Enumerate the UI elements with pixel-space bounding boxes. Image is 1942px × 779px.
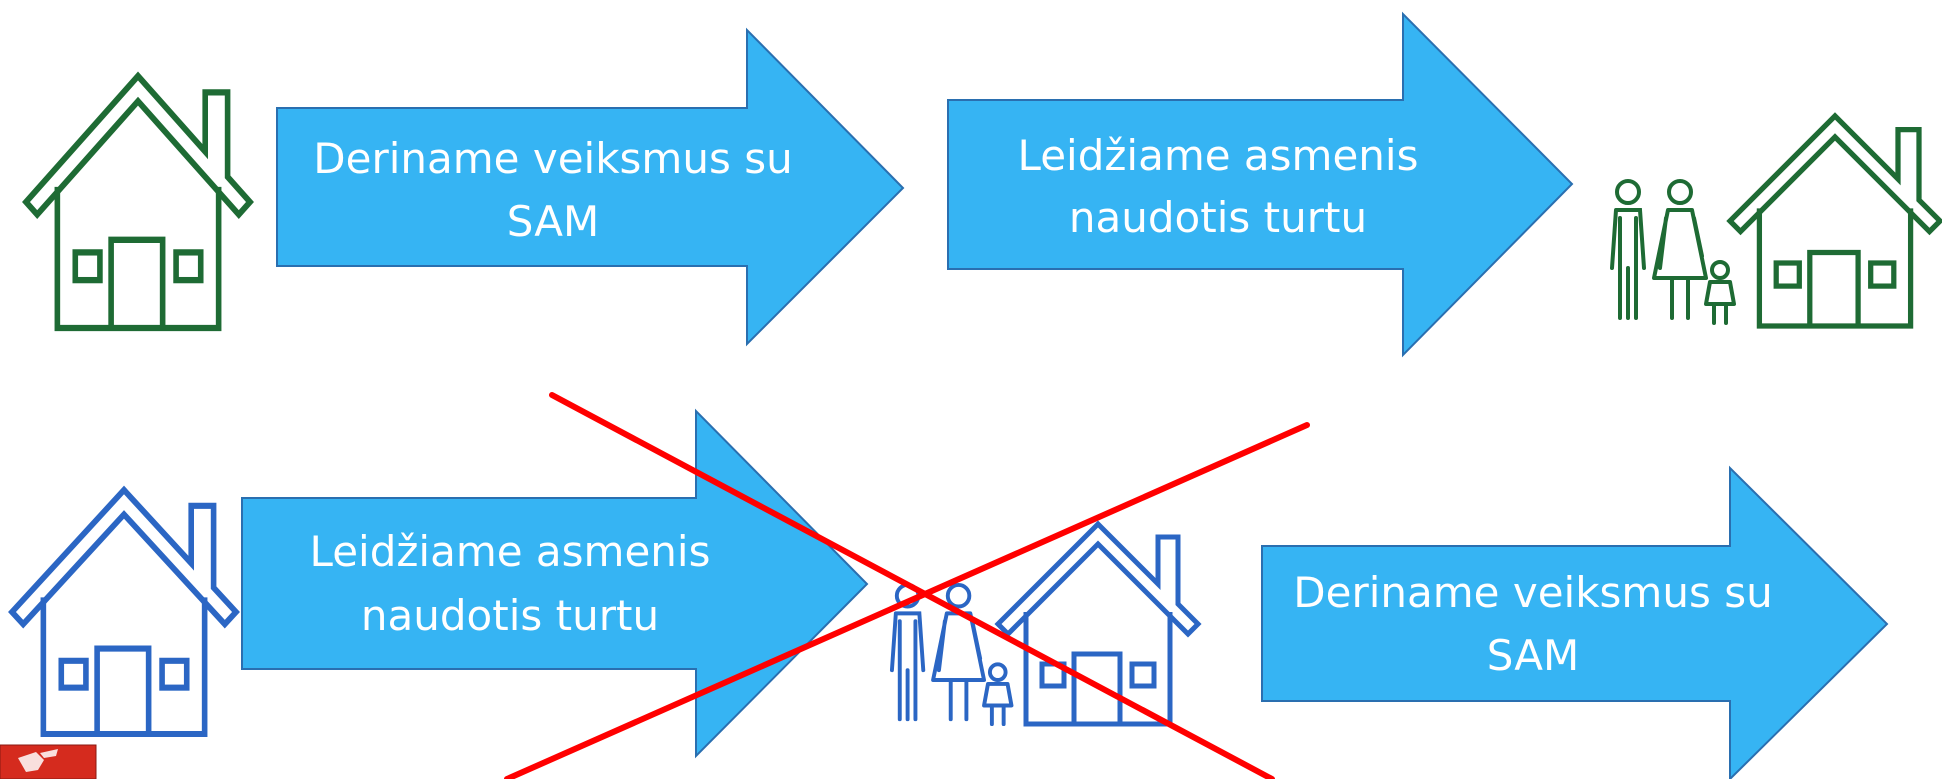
house-icon bbox=[998, 524, 1198, 724]
arrow-label-line2: naudotis turtu bbox=[1069, 193, 1367, 242]
arrow-label-line2: SAM bbox=[1487, 631, 1579, 680]
arrow-label-line1: Leidžiame asmenis bbox=[1018, 131, 1419, 180]
arrow-deriname-bottom: Deriname veiksmus su SAM bbox=[1261, 465, 1889, 779]
arrow-label-line2: naudotis turtu bbox=[361, 591, 659, 640]
family-icon bbox=[1610, 179, 1736, 325]
arrow-label-line2: SAM bbox=[507, 197, 599, 246]
arrow-label-line1: Deriname veiksmus su bbox=[313, 134, 792, 183]
house-icon bbox=[1730, 116, 1940, 326]
house-icon bbox=[26, 76, 250, 328]
arrow-deriname-top: Deriname veiksmus su SAM bbox=[276, 27, 905, 347]
arrow-leidziame-top: Leidžiame asmenis naudotis turtu bbox=[947, 11, 1574, 358]
arrow-label-line1: Leidžiame asmenis bbox=[310, 527, 711, 576]
vytis-emblem-icon bbox=[0, 744, 97, 779]
house-icon bbox=[12, 490, 236, 734]
arrow-label-line1: Deriname veiksmus su bbox=[1293, 568, 1772, 617]
red-cross-icon bbox=[504, 392, 1310, 779]
arrow-leidziame-bottom: Leidžiame asmenis naudotis turtu bbox=[241, 408, 869, 759]
